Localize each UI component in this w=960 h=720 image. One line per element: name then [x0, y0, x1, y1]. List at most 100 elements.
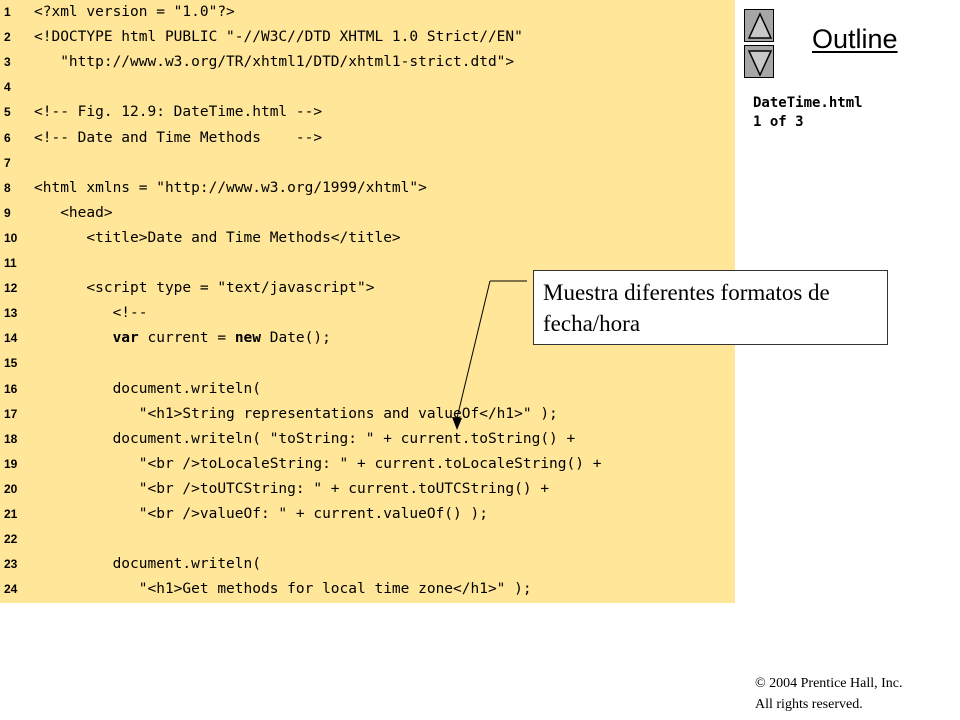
code-fragment: <head>: [34, 204, 113, 221]
code-text: document.writeln(: [34, 377, 261, 402]
line-number: 6: [4, 130, 11, 145]
line-number: 16: [4, 381, 18, 396]
code-fragment: "<br />valueOf: " + current.valueOf() );: [34, 506, 488, 522]
code-line: 18 document.writeln( "toString: " + curr…: [0, 427, 735, 452]
code-line: 8 <html xmlns = "http://www.w3.org/1999/x…: [0, 176, 735, 201]
code-fragment: document.writeln(: [34, 380, 261, 397]
triangle-up-icon: [747, 12, 773, 39]
code-text: <script type = "text/javascript">: [34, 276, 374, 301]
code-text: var current = new Date();: [34, 326, 331, 351]
code-fragment: <!--: [34, 305, 148, 322]
code-text: "<h1>String representations and valueOf<…: [34, 402, 558, 427]
code-line: 9 <head>: [0, 201, 735, 226]
code-text: document.writeln( "toString: " + current…: [34, 427, 576, 452]
code-text: "<br />toLocaleString: " + current.toLoc…: [34, 452, 602, 477]
copyright-line-1: © 2004 Prentice Hall, Inc.: [755, 676, 903, 691]
line-number: 20: [4, 481, 18, 496]
code-keyword: new: [234, 330, 262, 347]
code-text: <!-- Fig. 12.9: DateTime.html -->: [34, 100, 322, 125]
code-fragment: <!DOCTYPE html PUBLIC "-//W3C//DTD XHTML…: [34, 29, 523, 46]
code-line: 12 <script type = "text/javascript">: [0, 276, 735, 301]
callout-box: Muestra diferentes formatos de fecha/hor…: [533, 270, 888, 345]
code-fragment: <!-- Fig. 12.9: DateTime.html -->: [34, 104, 323, 121]
file-name: DateTime.html: [753, 95, 863, 111]
code-text: <!DOCTYPE html PUBLIC "-//W3C//DTD XHTML…: [34, 25, 523, 50]
code-keyword: var: [112, 330, 139, 347]
code-line: 15: [0, 351, 735, 376]
line-number: 24: [4, 582, 18, 597]
line-number: 11: [4, 256, 17, 270]
code-fragment: current =: [138, 330, 235, 347]
code-fragment: <!-- Date and Time Methods -->: [34, 129, 323, 146]
code-line: 11: [0, 251, 735, 276]
code-fragment: "<br />toUTCString: " + current.toUTCStr…: [34, 480, 550, 497]
code-line: 24 "<h1>Get methods for local time zone<…: [0, 577, 735, 602]
line-number: 17: [4, 406, 18, 421]
code-fragment: <html xmlns = "http://www.w3.org/1999/xh…: [34, 179, 427, 196]
line-number: 8: [4, 180, 11, 195]
code-fragment: "<h1>String representations and valueOf<…: [34, 405, 558, 422]
file-label: DateTime.html 1 of 3: [753, 94, 863, 132]
copyright-line-2: All rights reserved.: [755, 697, 863, 712]
code-text: <html xmlns = "http://www.w3.org/1999/xh…: [34, 176, 427, 201]
code-text: <?xml version = "1.0"?>: [34, 0, 235, 25]
line-number: 15: [4, 356, 18, 371]
code-fragment: "http://www.w3.org/TR/xhtml1/DTD/xhtml1-…: [34, 54, 515, 71]
code-line: 21 "<br />valueOf: " + current.valueOf()…: [0, 502, 735, 527]
code-line: 7: [0, 151, 735, 176]
code-fragment: document.writeln(: [34, 556, 261, 573]
line-number: 10: [4, 230, 18, 245]
line-number: 12: [4, 281, 18, 296]
code-fragment: <title>Date and Time Methods</title>: [34, 229, 401, 246]
outline-link[interactable]: Outline: [812, 24, 898, 54]
code-line: 5 <!-- Fig. 12.9: DateTime.html -->: [0, 100, 735, 125]
line-number: 18: [4, 431, 18, 446]
code-fragment: document.writeln( "toString: " + current…: [34, 430, 576, 447]
line-number: 22: [4, 532, 18, 547]
outline-down-button[interactable]: [744, 45, 774, 78]
code-line: 1 <?xml version = "1.0"?>: [0, 0, 735, 25]
code-text: <title>Date and Time Methods</title>: [34, 226, 401, 251]
code-text: "<br />toUTCString: " + current.toUTCStr…: [34, 477, 549, 502]
line-number: 3: [4, 55, 11, 70]
line-number: 9: [4, 205, 11, 220]
line-number: 14: [4, 331, 18, 346]
code-line: 19 "<br />toLocaleString: " + current.to…: [0, 452, 735, 477]
code-line: 6 <!-- Date and Time Methods -->: [0, 126, 735, 151]
code-line: 10 <title>Date and Time Methods</title>: [0, 226, 735, 251]
code-line: 13 <!--: [0, 301, 735, 326]
code-fragment: <script type = "text/javascript">: [34, 280, 375, 297]
line-number: 23: [4, 557, 18, 572]
code-line: 2 <!DOCTYPE html PUBLIC "-//W3C//DTD XHTM…: [0, 25, 735, 50]
code-line: 16 document.writeln(: [0, 377, 735, 402]
line-number: 21: [4, 507, 18, 521]
code-line: 4: [0, 75, 735, 100]
code-fragment: <?xml version = "1.0"?>: [34, 4, 235, 20]
line-number: 2: [4, 30, 11, 45]
code-line: 3 "http://www.w3.org/TR/xhtml1/DTD/xhtml…: [0, 50, 735, 75]
code-line: 23 document.writeln(: [0, 552, 735, 577]
line-number: 7: [4, 155, 11, 170]
line-number: 5: [4, 105, 11, 120]
code-line: 20 "<br />toUTCString: " + current.toUTC…: [0, 477, 735, 502]
code-text: <head>: [34, 201, 113, 226]
copyright: © 2004 Prentice Hall, Inc. All rights re…: [755, 673, 903, 715]
line-number: 19: [4, 456, 18, 471]
code-line: 17 "<h1>String representations and value…: [0, 402, 735, 427]
code-text: document.writeln(: [34, 552, 261, 577]
code-fragment: "<h1>Get methods for local time zone</h1…: [34, 581, 532, 598]
code-text: "<br />valueOf: " + current.valueOf() );: [34, 502, 488, 527]
code-line: 22: [0, 527, 735, 552]
code-line: 14 var current = new Date();: [0, 326, 735, 351]
triangle-down-icon: [747, 50, 773, 77]
page-indicator: 1 of 3: [753, 114, 804, 130]
outline-up-button[interactable]: [744, 9, 774, 42]
line-number: 1: [4, 5, 11, 19]
code-text: "http://www.w3.org/TR/xhtml1/DTD/xhtml1-…: [34, 50, 514, 75]
code-text: <!-- Date and Time Methods -->: [34, 126, 322, 151]
code-fragment: "<br />toLocaleString: " + current.toLoc…: [34, 455, 602, 472]
code-text: "<h1>Get methods for local time zone</h1…: [34, 577, 532, 602]
line-number: 4: [4, 80, 11, 95]
line-number: 13: [4, 306, 18, 321]
